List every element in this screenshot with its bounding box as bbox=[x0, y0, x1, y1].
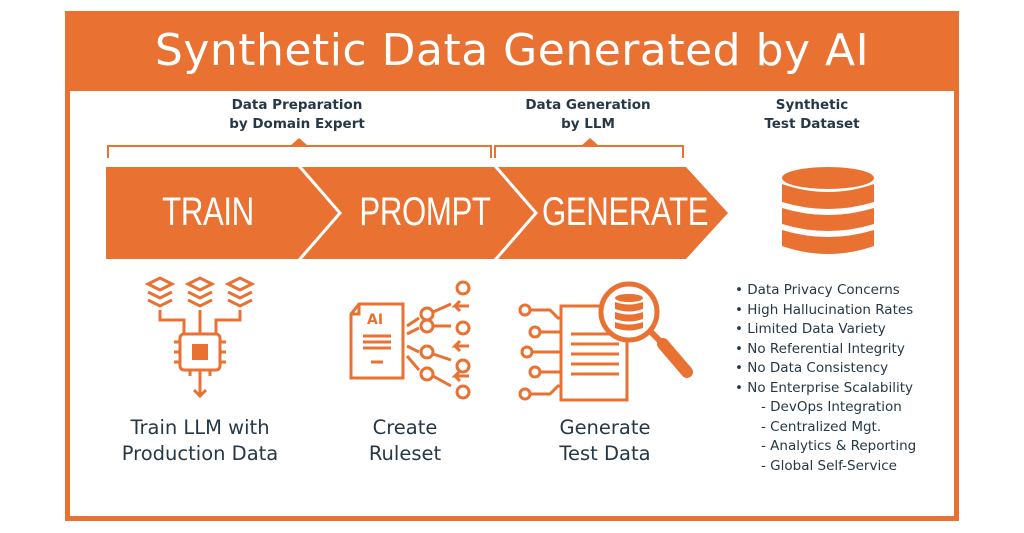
list-item: - Centralized Mgt. bbox=[761, 418, 882, 435]
diagram-frame bbox=[65, 11, 959, 521]
list-item: - DevOps Integration bbox=[761, 399, 902, 415]
phase-label-dataset: Synthetic Test Dataset bbox=[727, 96, 897, 134]
title-banner: Synthetic Data Generated by AI bbox=[65, 11, 959, 91]
caption-generate: Generate Test Data bbox=[525, 415, 685, 467]
caption-line: Ruleset bbox=[368, 442, 442, 465]
caption-line: Test Data bbox=[559, 442, 651, 465]
caption-prompt: Create Ruleset bbox=[335, 415, 475, 467]
bracket-pointer-icon bbox=[290, 138, 308, 146]
database-icon bbox=[782, 167, 874, 254]
list-item: - Analytics & Reporting bbox=[761, 438, 917, 454]
list-item: • Data Privacy Concerns bbox=[735, 282, 900, 298]
svg-text:AI: AI bbox=[367, 312, 383, 328]
phase-line: Data Generation bbox=[525, 97, 651, 113]
step-label-prompt: PROMPT bbox=[359, 190, 491, 234]
chevron-prompt bbox=[302, 167, 534, 259]
list-item: • No Data Consistency bbox=[735, 360, 889, 376]
chip-with-data-layers-icon bbox=[144, 276, 256, 399]
caption-train: Train LLM with Production Data bbox=[100, 415, 300, 467]
bracket-preparation bbox=[107, 138, 492, 158]
phase-line: Test Dataset bbox=[764, 116, 860, 132]
list-item: • High Hallucination Rates bbox=[735, 301, 914, 318]
phase-label-preparation: Data Preparation by Domain Expert bbox=[197, 96, 397, 134]
page-title: Synthetic Data Generated by AI bbox=[154, 25, 870, 76]
phase-line: by Domain Expert bbox=[229, 116, 365, 132]
document-magnifier-database-icon bbox=[518, 281, 693, 402]
process-chevrons bbox=[106, 167, 728, 259]
issues-list: • Data Privacy Concerns • High Hallucina… bbox=[735, 281, 916, 476]
bracket-generation bbox=[494, 138, 684, 158]
bracket-pointer-icon bbox=[581, 138, 599, 146]
list-item: • Limited Data Variety bbox=[735, 321, 886, 337]
caption-line: Generate bbox=[559, 416, 651, 439]
chevron-train bbox=[106, 167, 338, 259]
phase-line: Data Preparation bbox=[231, 97, 363, 113]
ai-document-network-icon: AI bbox=[349, 280, 471, 400]
caption-line: Production Data bbox=[121, 442, 279, 465]
phase-label-generation: Data Generation by LLM bbox=[488, 96, 688, 134]
step-label-train: TRAIN bbox=[162, 190, 254, 234]
phase-line: by LLM bbox=[561, 116, 615, 132]
step-label-generate: GENERATE bbox=[542, 190, 709, 234]
phase-line: Synthetic bbox=[775, 97, 849, 113]
list-item: - Global Self-Service bbox=[761, 457, 897, 474]
chevron-generate bbox=[498, 167, 728, 259]
caption-line: Create bbox=[372, 416, 438, 439]
list-item: • No Enterprise Scalability bbox=[735, 379, 914, 396]
list-item: • No Referential Integrity bbox=[735, 340, 905, 357]
caption-line: Train LLM with bbox=[130, 416, 270, 439]
